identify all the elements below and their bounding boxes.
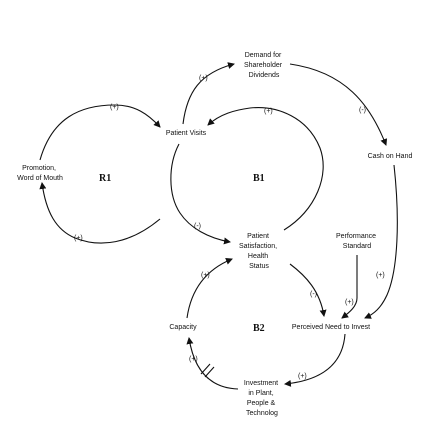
node-cash-on-hand: Cash on Hand [368, 153, 413, 160]
polarity-capacity-to-satisfaction: (+) [201, 272, 210, 279]
node-capacity: Capacity [169, 324, 197, 331]
polarity-visits-to-demand: (+) [199, 75, 208, 82]
node-investment: Investment in Plant, People & Technolog [244, 380, 280, 417]
edge-satisfaction-to-visits [207, 107, 324, 231]
polarity-need-to-investment: (+) [298, 373, 307, 380]
edge-visits-to-demand [182, 62, 235, 125]
polarity-satisfaction-to-need: (-) [310, 291, 317, 298]
edge-demand-to-cash [289, 63, 388, 146]
node-patient-visits: Patient Visits [166, 130, 207, 137]
polarity-satisfaction-to-promotion: (+) [74, 235, 83, 242]
edge-investment-to-capacity [186, 337, 239, 390]
loop-label-r1: R1 [99, 173, 111, 184]
polarity-investment-to-capacity: (+) [189, 356, 198, 363]
polarity-satisfaction-to-visits: (+) [264, 108, 273, 115]
edge-performance-to-need [341, 255, 358, 319]
edge-need-to-investment [284, 333, 346, 387]
node-patient-satisfaction: Patient Satisfaction, Health Status [239, 233, 279, 270]
polarity-cash-to-need: (+) [376, 272, 385, 279]
polarity-visits-to-satisfaction: (-) [194, 223, 201, 230]
delay-mark [200, 363, 215, 378]
polarity-performance-to-need: (+) [345, 299, 354, 306]
node-perceived-need-to-invest: Perceived Need to Invest [292, 324, 370, 331]
edge-satisfaction-to-promotion [39, 182, 161, 244]
edge-promotion-to-visits [39, 104, 161, 161]
edge-visits-to-satisfaction [170, 143, 231, 245]
node-performance-standard: Performance Standard [336, 233, 378, 250]
polarity-promotion-to-visits: (+) [110, 104, 119, 111]
node-promotion-word-of-mouth: Promotion, Word of Mouth [17, 165, 63, 182]
edge-cash-to-need [364, 164, 398, 319]
loop-label-b1: B1 [253, 173, 265, 184]
edge-capacity-to-satisfaction [186, 258, 233, 319]
edge-satisfaction-to-need [289, 263, 327, 317]
loop-label-b2: B2 [253, 323, 265, 334]
polarity-demand-to-cash: (-) [359, 107, 366, 114]
node-demand-dividends: Demand for Shareholder Dividends [244, 52, 284, 79]
